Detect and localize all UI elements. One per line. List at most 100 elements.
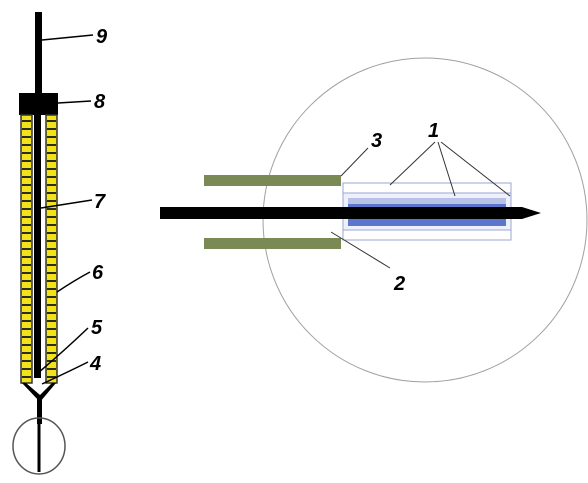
label-2: 2 xyxy=(393,273,405,295)
insulation-rung xyxy=(47,336,56,338)
top-rod xyxy=(35,12,42,100)
label-8: 8 xyxy=(94,91,106,113)
insulation-rung xyxy=(47,328,56,330)
insulation-rung xyxy=(47,280,56,282)
insulation-rung xyxy=(22,168,31,170)
insulation-rung xyxy=(47,192,56,194)
insulation-rung xyxy=(47,376,56,378)
insulation-rung xyxy=(22,264,31,266)
insulation-rung xyxy=(22,296,31,298)
electrode-needle xyxy=(160,207,541,219)
label-7: 7 xyxy=(94,191,106,213)
right-insulation-column xyxy=(45,114,58,384)
insulation-rung xyxy=(47,168,56,170)
left-insulation-column xyxy=(20,114,33,384)
label-3: 3 xyxy=(371,130,382,152)
leader-8 xyxy=(57,100,92,104)
insulation-rung xyxy=(47,152,56,154)
central-rod xyxy=(34,115,41,378)
magnifier-circle xyxy=(262,57,588,383)
insulation-rung xyxy=(22,176,31,178)
insulation-rung xyxy=(22,248,31,250)
label-9: 9 xyxy=(96,26,108,48)
label-4: 4 xyxy=(89,353,101,375)
insulation-rung xyxy=(47,344,56,346)
insulation-rung xyxy=(22,336,31,338)
insulation-rung xyxy=(22,200,31,202)
insulation-rung xyxy=(47,248,56,250)
insulation-rung xyxy=(47,200,56,202)
insulation-rung xyxy=(22,368,31,370)
insulation-rung xyxy=(22,288,31,290)
insulation-rung xyxy=(47,256,56,258)
insulation-rung xyxy=(47,128,56,130)
insulation-rung xyxy=(22,312,31,314)
insulation-rung xyxy=(47,320,56,322)
tip-stem xyxy=(37,396,42,424)
insulation-rung xyxy=(22,280,31,282)
insulation-rung xyxy=(47,288,56,290)
insulation-rung xyxy=(22,144,31,146)
insulation-rung xyxy=(22,128,31,130)
leader-2 xyxy=(330,231,391,269)
insulation-rung xyxy=(47,240,56,242)
insulation-rung xyxy=(47,144,56,146)
leader-1a xyxy=(389,141,436,186)
insulation-rung xyxy=(47,304,56,306)
magnified-detail: 1 3 2 xyxy=(160,57,588,383)
insulation-rung xyxy=(22,344,31,346)
insulation-rung xyxy=(22,376,31,378)
insulation-rung xyxy=(22,152,31,154)
sleeve-bottom xyxy=(204,238,341,249)
insulation-rung xyxy=(47,136,56,138)
insulation-rung xyxy=(22,160,31,162)
insulation-rung xyxy=(47,264,56,266)
tip-junction xyxy=(22,383,56,402)
insulation-rung xyxy=(22,352,31,354)
insulation-rung xyxy=(22,232,31,234)
insulation-rung xyxy=(22,320,31,322)
insulation-rung xyxy=(22,240,31,242)
insulation-rung xyxy=(22,272,31,274)
leader-1b xyxy=(437,141,456,197)
leader-7 xyxy=(40,199,93,209)
insulation-rung xyxy=(47,176,56,178)
insulation-rung xyxy=(47,312,56,314)
insulation-rung xyxy=(47,184,56,186)
insulation-rung xyxy=(22,360,31,362)
insulation-rung xyxy=(22,184,31,186)
leader-6 xyxy=(56,271,91,293)
label-6: 6 xyxy=(92,262,104,284)
leader-4 xyxy=(41,361,89,385)
insulation-rung xyxy=(22,208,31,210)
leader-3 xyxy=(340,147,369,177)
insulation-rung xyxy=(47,208,56,210)
insulation-rung xyxy=(22,120,31,122)
insulation-rung xyxy=(22,224,31,226)
leader-1c xyxy=(440,141,511,197)
insulation-rung xyxy=(47,272,56,274)
insulation-rung xyxy=(22,216,31,218)
insulation-rung xyxy=(47,232,56,234)
insulation-rung xyxy=(47,224,56,226)
insulation-rung xyxy=(22,304,31,306)
label-5: 5 xyxy=(91,317,103,339)
insulation-rung xyxy=(22,136,31,138)
insulation-rung xyxy=(47,368,56,370)
insulation-rung xyxy=(47,160,56,162)
sleeve-top xyxy=(204,175,341,186)
insulation-rung xyxy=(22,256,31,258)
leader-9 xyxy=(41,34,94,41)
label-1: 1 xyxy=(428,120,439,142)
cap-block xyxy=(19,93,58,115)
leader-5 xyxy=(37,327,89,374)
insulation-rung xyxy=(47,352,56,354)
tube-inner-light xyxy=(348,198,506,204)
insulation-rung xyxy=(47,120,56,122)
insulation-rung xyxy=(22,328,31,330)
insulation-rung xyxy=(47,216,56,218)
probe-assembly: 9 8 7 6 5 4 xyxy=(12,12,108,475)
tip-detail-circle xyxy=(12,417,66,475)
